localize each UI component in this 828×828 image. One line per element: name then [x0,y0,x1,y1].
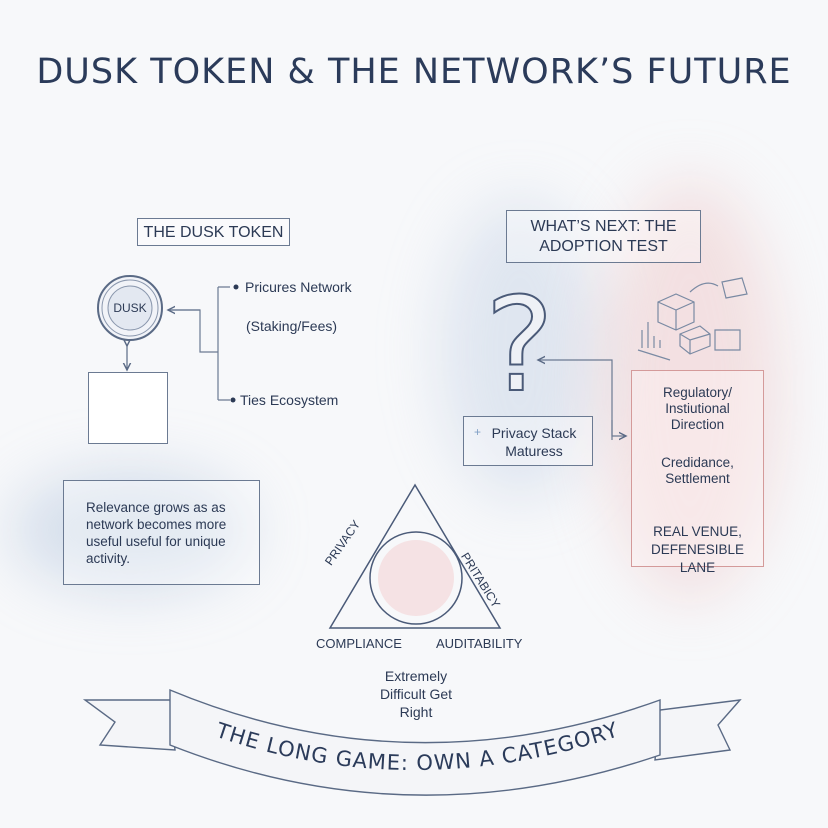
privacy-stack-box: + Privacy Stack Maturess [463,416,593,466]
question-mark-icon: ? [485,269,554,421]
relevance-box: Relevance grows as as network becomes mo… [63,480,260,585]
label-auditability: AUDITABILITY [436,636,523,651]
empty-box [88,372,168,444]
token-heading: THE DUSK TOKEN [143,224,284,241]
building-blocks-icon [637,277,748,361]
dusk-coin-icon [97,275,163,341]
banner-ribbon [82,688,742,796]
point-network: Pricures Network [245,279,352,295]
center-wash [378,540,454,616]
triangle-caption: Extremely Difficult Get Right [379,668,453,720]
token-heading-box: THE DUSK TOKEN [137,218,290,246]
point-staking-fees: (Staking/Fees) [246,318,338,334]
center-circle [369,531,463,625]
bracket-connector [168,286,230,401]
page-title: DUSK TOKEN & THE NETWORK’S FUTURE [36,52,792,92]
next-heading-box: WHAT’S NEXT: THE ADOPTION TEST [506,210,701,263]
coin-label: DUSK [113,301,147,315]
next-heading-line2: ADOPTION TEST [539,238,668,255]
watercolor-wash-blue [10,470,250,590]
direction-line2: Credidance, Settlement [661,455,734,486]
direction-line1: Regulatory/ Instiutional Direction [662,385,733,432]
direction-line3: REAL VENUE, DEFENESIBLE LANE [650,524,745,575]
privacy-stack-text: Privacy Stack Maturess [491,425,577,459]
watercolor-wash-blue-right [440,200,600,500]
direction-box: Regulatory/ Instiutional Direction Credi… [631,370,764,575]
sparkle-icon: + [474,425,482,439]
feedback-arrow [538,360,613,440]
relevance-text: Relevance grows as as network becomes mo… [86,500,227,566]
point-ecosystem: Ties Ecosystem [240,392,339,408]
next-heading-line1: WHAT’S NEXT: THE [530,218,677,235]
watercolor-wash-red [600,180,780,600]
label-compliance: COMPLIANCE [316,636,402,651]
